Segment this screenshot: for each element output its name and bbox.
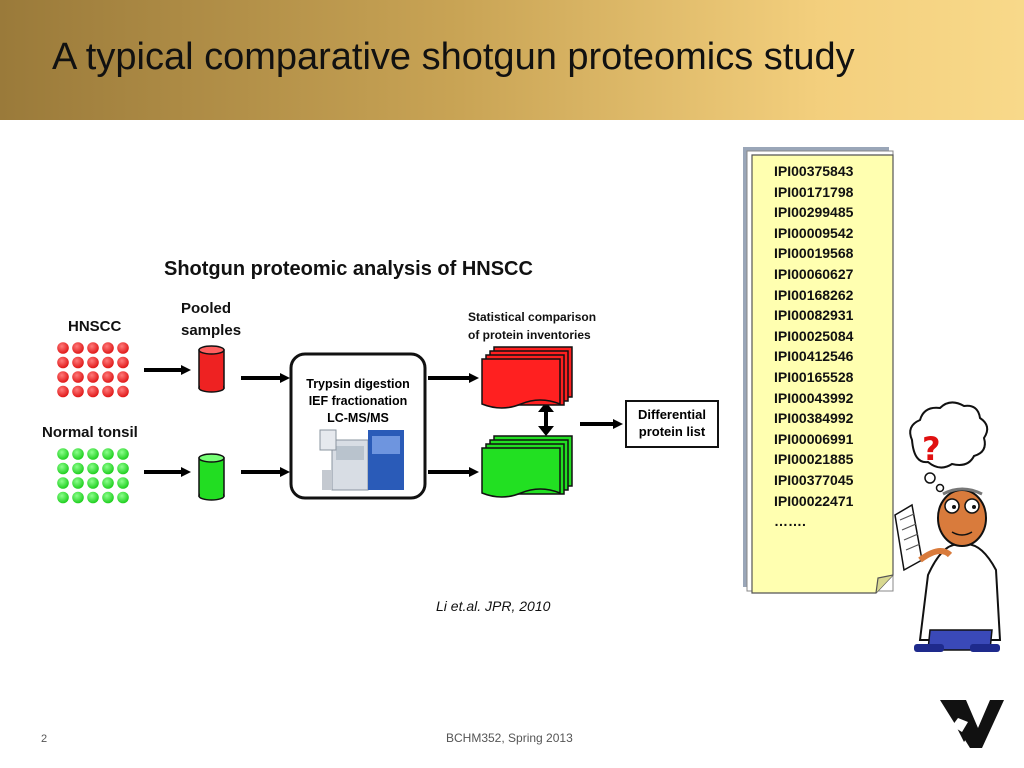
- sample-dot: [102, 371, 114, 383]
- differential-box-text: Differential protein list: [626, 406, 718, 440]
- sample-dot: [102, 342, 114, 354]
- sample-dot: [87, 385, 99, 398]
- sample-dot: [57, 491, 69, 504]
- sample-dot: [102, 356, 114, 369]
- sample-dot: [57, 477, 69, 489]
- red-pooled-cylinder: [198, 345, 225, 393]
- sample-dot: [57, 462, 69, 475]
- sample-dot: [102, 448, 114, 460]
- list-item: IPI00060627: [774, 265, 854, 282]
- ipi-list: IPI00375843 IPI00171798 IPI00299485 IPI0…: [774, 161, 853, 532]
- sample-dot: [102, 477, 114, 489]
- list-item: IPI00019568: [774, 245, 854, 262]
- ipi-list-paper: [743, 147, 894, 594]
- list-item: IPI00165528: [774, 368, 854, 385]
- list-item: IPI00082931: [774, 307, 854, 324]
- label-samples: samples: [181, 322, 242, 339]
- list-item: IPI00168262: [774, 286, 854, 303]
- sample-dot: [87, 342, 99, 354]
- sample-dot: [87, 448, 99, 460]
- sample-dot: [72, 371, 84, 383]
- diagram-title: Shotgun proteomic analysis of HNSCC: [164, 258, 533, 280]
- sample-dot: [102, 462, 114, 475]
- differential-list-box: [625, 400, 719, 448]
- differential-line1: Differential: [638, 407, 706, 422]
- green-pooled-cylinder: [198, 453, 225, 501]
- list-item: IPI00009542: [774, 224, 854, 241]
- red-protein-inventory-stack: [481, 346, 573, 409]
- label-normal-tonsil: Normal tonsil: [42, 424, 138, 441]
- list-item: IPI00299485: [774, 204, 854, 221]
- title-band: A typical comparative shotgun proteomics…: [0, 0, 1024, 120]
- sample-dot: [117, 462, 129, 475]
- question-mark-icon: ?: [922, 430, 941, 468]
- process-step-trypsin: Trypsin digestion: [306, 377, 410, 391]
- footer-course: BCHM352, Spring 2013: [446, 731, 573, 745]
- thought-cloud: [909, 401, 989, 493]
- label-statistical-comparison: Statistical comparison: [468, 310, 597, 324]
- sample-dot: [72, 356, 84, 369]
- list-item: IPI00021885: [774, 451, 854, 468]
- sample-dot: [102, 491, 114, 504]
- page-number: 2: [41, 733, 48, 745]
- sample-dot: [72, 491, 84, 504]
- scientist-cartoon: [894, 487, 1002, 652]
- label-hnscc: HNSCC: [68, 318, 122, 335]
- green-protein-inventory-stack: [481, 435, 573, 498]
- sample-dot: [102, 385, 114, 398]
- citation: Li et.al. JPR, 2010: [436, 598, 551, 614]
- sample-dot: [72, 385, 84, 398]
- sample-dot: [57, 342, 69, 354]
- sample-dot: [57, 385, 69, 398]
- process-step-ief: IEF fractionation: [308, 394, 408, 408]
- university-logo: [940, 700, 1004, 748]
- list-item: IPI00384992: [774, 410, 854, 427]
- hnscc-sample-dots: [57, 342, 129, 398]
- sample-dot: [87, 371, 99, 383]
- sample-dot: [117, 448, 129, 460]
- sample-dot: [72, 448, 84, 460]
- sample-dot: [117, 342, 129, 354]
- list-item: IPI00022471: [774, 492, 854, 509]
- sample-dot: [117, 356, 129, 369]
- sample-dot: [117, 491, 129, 504]
- sample-dot: [87, 477, 99, 489]
- sample-dot: [72, 342, 84, 354]
- list-item: IPI00375843: [774, 163, 854, 179]
- sample-dot: [117, 371, 129, 383]
- list-item: …….: [774, 513, 806, 530]
- lcms-instrument-image: [319, 429, 404, 491]
- label-protein-inventories: of protein inventories: [468, 328, 591, 342]
- sample-dot: [72, 477, 84, 489]
- double-arrow-compare: [538, 402, 554, 436]
- sample-dot: [87, 491, 99, 504]
- process-box-text: Trypsin digestion IEF fractionation LC-M…: [294, 376, 422, 427]
- sample-dot: [87, 462, 99, 475]
- list-item: IPI00025084: [774, 327, 854, 344]
- list-item: IPI00412546: [774, 348, 854, 365]
- normal-sample-dots: [57, 448, 129, 504]
- sample-dot: [117, 385, 129, 398]
- label-pooled: Pooled: [181, 300, 232, 317]
- slide-title: A typical comparative shotgun proteomics…: [52, 36, 855, 78]
- list-item: IPI00043992: [774, 389, 854, 406]
- list-item: IPI00006991: [774, 430, 854, 447]
- sample-dot: [72, 462, 84, 475]
- list-item: IPI00171798: [774, 183, 854, 200]
- list-item: IPI00377045: [774, 471, 854, 488]
- process-step-lcms: LC-MS/MS: [327, 411, 389, 425]
- sample-dot: [57, 371, 69, 383]
- sample-dot: [57, 448, 69, 460]
- differential-line2: protein list: [638, 424, 706, 439]
- sample-dot: [87, 356, 99, 369]
- sample-dot: [57, 356, 69, 369]
- sample-dot: [117, 477, 129, 489]
